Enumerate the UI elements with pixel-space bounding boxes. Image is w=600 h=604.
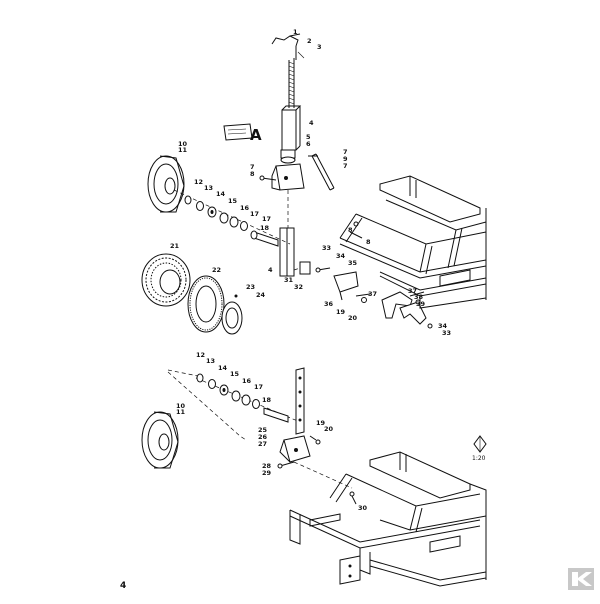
bracket-parts (315, 267, 371, 303)
callout-11: 11 (178, 146, 188, 154)
decal-a (223, 123, 253, 141)
vertical-post (295, 367, 305, 435)
callout-37b: 37 (408, 287, 417, 295)
callout-3: 3 (317, 43, 322, 51)
axle-parts-upper (173, 189, 291, 247)
callout-7c: 7 (343, 162, 348, 170)
callout-28: 28 (262, 462, 272, 470)
callout-26: 26 (258, 433, 268, 441)
clamp (381, 291, 433, 329)
callout-17-lower: 17 (254, 383, 263, 391)
callout-11-lower: 11 (176, 408, 186, 416)
callout-27: 27 (258, 440, 267, 448)
callout-37a: 37 (368, 290, 377, 298)
callout-20-lower: 20 (324, 425, 334, 433)
callout-19-lower: 19 (316, 419, 326, 427)
callout-36: 36 (324, 300, 334, 308)
callout-15: 15 (228, 197, 238, 205)
leg-tube (279, 227, 295, 277)
callout-2: 2 (307, 37, 312, 45)
lower-assembly (141, 367, 487, 587)
callout-13-lower: 13 (206, 357, 215, 365)
callout-16: 16 (240, 204, 250, 212)
callout-34b: 34 (438, 322, 448, 330)
callout-15-lower: 15 (230, 370, 240, 378)
callout-19a: 19 (336, 308, 346, 316)
callout-30: 30 (358, 504, 368, 512)
tyre (141, 253, 191, 307)
callout-1: 1 (293, 28, 298, 36)
callout-25: 25 (258, 426, 268, 434)
callout-7: 7 (250, 163, 255, 171)
lower-bracket (279, 435, 321, 463)
frame-upper (339, 175, 487, 309)
brand-logo (568, 568, 594, 590)
callout-7b: 7 (343, 148, 348, 156)
callout-12-lower: 12 (196, 351, 205, 359)
callout-18-lower: 18 (262, 396, 272, 404)
callout-29: 29 (262, 469, 272, 477)
callout-33b: 33 (442, 329, 451, 337)
rim (187, 275, 225, 333)
callout-10: 10 (178, 140, 188, 148)
callout-5: 5 (306, 133, 311, 141)
mounting-bracket (271, 163, 305, 191)
callout-4b: 4 (268, 266, 273, 274)
frame-lower (289, 451, 487, 587)
callout-labels: 1 2 3 4 5 6 7 8 7 9 7 10 11 12 13 14 15 … (120, 28, 486, 591)
callout-18: 18 (260, 224, 270, 232)
hub (221, 294, 243, 335)
callout-31: 31 (284, 276, 294, 284)
wheel-upper (147, 155, 185, 213)
callout-12: 12 (194, 178, 203, 186)
callout-8c: 8 (366, 238, 371, 246)
callout-20a: 20 (348, 314, 358, 322)
callout-9: 9 (343, 155, 348, 163)
callout-17b: 17 (262, 215, 271, 223)
callout-38: 38 (414, 293, 424, 301)
callout-17a: 17 (250, 210, 259, 218)
wheel-lower (141, 411, 179, 469)
scale-symbol (473, 435, 487, 453)
upper-assembly (141, 33, 487, 335)
threaded-spindle (288, 58, 295, 108)
axle-parts-lower (195, 373, 301, 423)
callout-39: 39 (416, 300, 426, 308)
support-tube (281, 105, 302, 151)
callout-22: 22 (212, 266, 221, 274)
callout-34a: 34 (336, 252, 346, 260)
callout-14: 14 (216, 190, 226, 198)
scale-label: 1:20 (472, 455, 486, 462)
callout-4: 4 (309, 119, 314, 127)
callout-21: 21 (170, 242, 180, 250)
callout-14-lower: 14 (218, 364, 228, 372)
callout-32: 32 (294, 283, 303, 291)
callout-16-lower: 16 (242, 377, 252, 385)
callout-23: 23 (246, 283, 255, 291)
callout-35: 35 (348, 259, 358, 267)
callout-8b: 8 (348, 226, 353, 234)
page-number: 4 (120, 581, 126, 591)
callout-13: 13 (204, 184, 213, 192)
callout-33a: 33 (322, 244, 331, 252)
label-a: A (250, 126, 262, 144)
callout-6: 6 (306, 140, 311, 148)
callout-24: 24 (256, 291, 266, 299)
crank-handle (271, 33, 305, 60)
callout-10-lower: 10 (176, 402, 186, 410)
callout-8: 8 (250, 170, 255, 178)
